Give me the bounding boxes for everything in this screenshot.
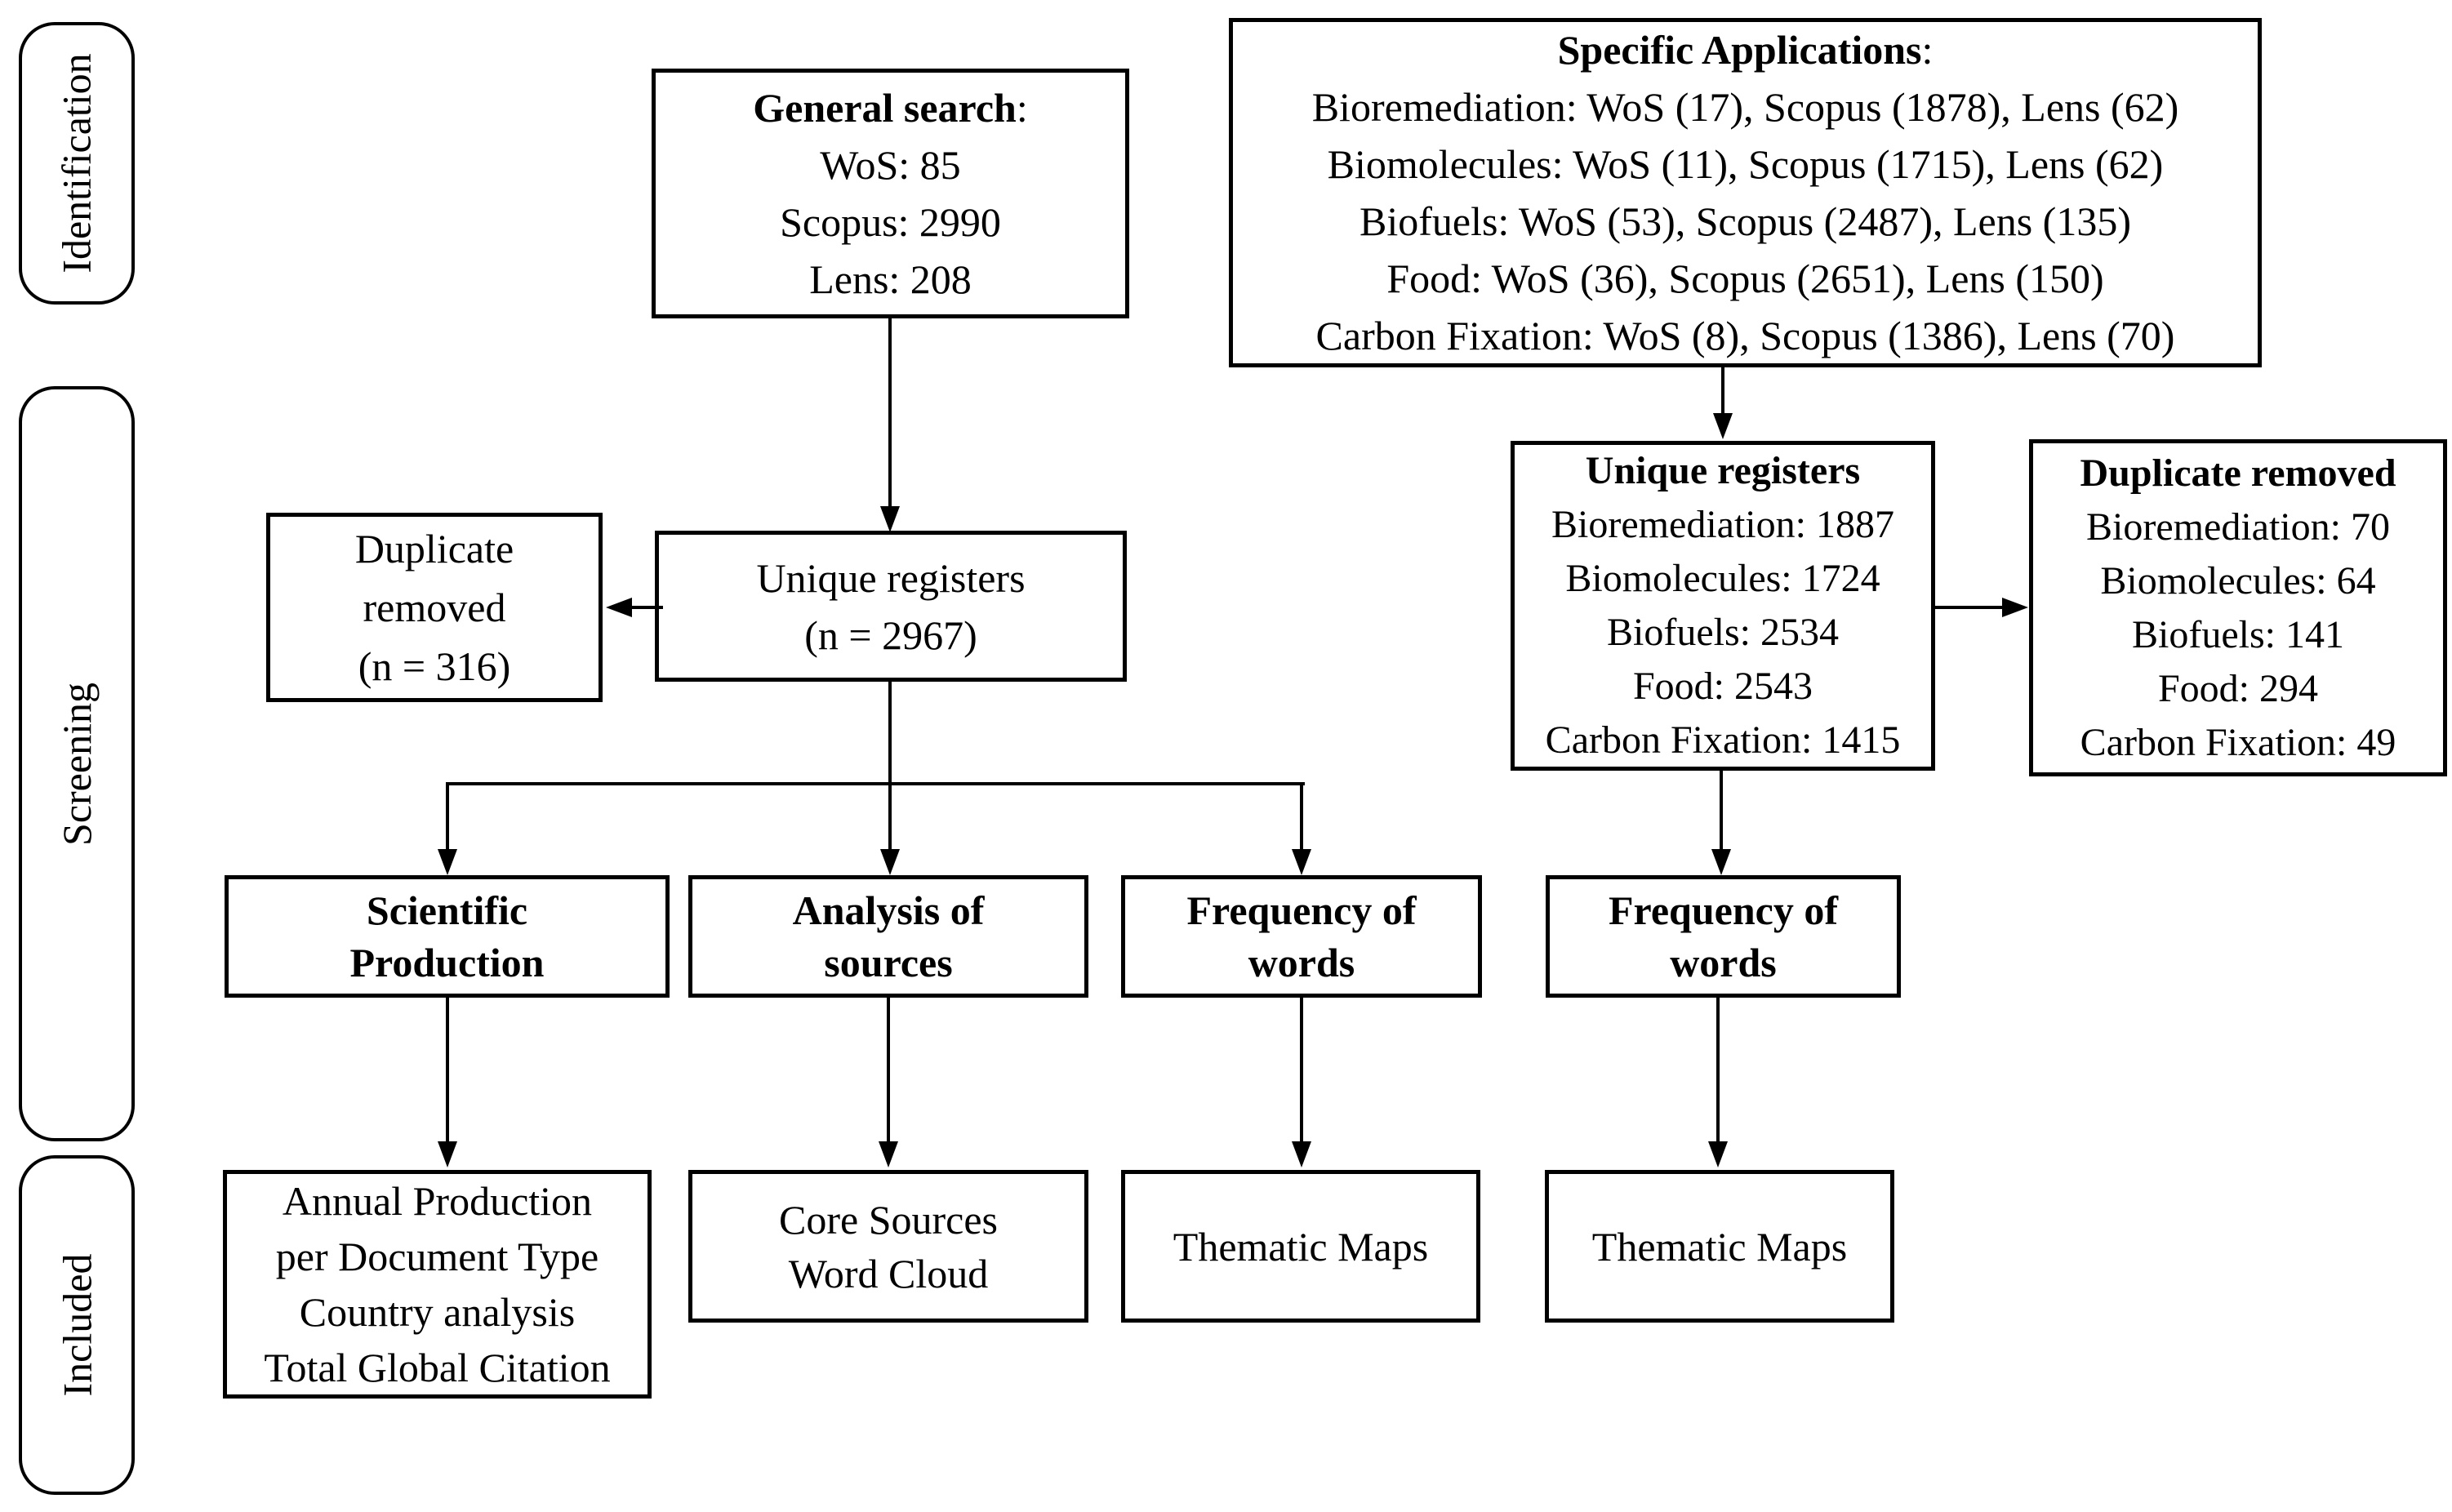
stage-label-included: Included	[19, 1155, 135, 1495]
duplicate-removed-specific-box: Duplicate removed Bioremediation: 70 Bio…	[2029, 439, 2447, 776]
specific-applications-line-biofuels: Biofuels: WoS (53), Scopus (2487), Lens …	[1360, 198, 2131, 244]
annual-production-line-2: per Document Type	[275, 1234, 599, 1279]
analysis-of-sources-line-1: Analysis of	[792, 887, 985, 933]
arrow-down-icon	[438, 849, 457, 875]
scientific-production-line-1: Scientific	[366, 887, 528, 933]
specific-applications-line-bioremediation: Bioremediation: WoS (17), Scopus (1878),…	[1311, 84, 2179, 130]
analysis-of-sources-box: Analysis of sources	[688, 875, 1088, 998]
thematic-maps-left-line: Thematic Maps	[1173, 1223, 1429, 1270]
unique-registers-specific-line-biofuels: Biofuels: 2534	[1607, 611, 1839, 654]
core-sources-box: Core Sources Word Cloud	[688, 1170, 1088, 1323]
stage-label-screening-text: Screening	[54, 682, 100, 846]
duplicate-removed-general-line-1: Duplicate	[354, 526, 514, 571]
connector-unique-specific-to-frequency-line	[1720, 769, 1723, 851]
specific-applications-title-colon: :	[1921, 27, 1934, 73]
specific-applications-box: Specific Applications: Bioremediation: W…	[1229, 18, 2262, 367]
frequency-of-words-left-line-2: words	[1248, 940, 1355, 985]
duplicate-removed-specific-line-biofuels: Biofuels: 141	[2132, 612, 2344, 656]
stage-label-screening: Screening	[19, 386, 135, 1141]
connector-unique-to-duplicate-specific-line	[1935, 606, 2005, 609]
general-search-line-lens: Lens: 208	[809, 256, 972, 302]
unique-registers-general-box: Unique registers (n = 2967)	[655, 531, 1127, 682]
stage-label-identification-text: Identification	[54, 53, 100, 273]
thematic-maps-right-box: Thematic Maps	[1545, 1170, 1894, 1323]
unique-registers-specific-line-biomolecules: Biomolecules: 1724	[1565, 557, 1880, 600]
duplicate-removed-general-box: Duplicate removed (n = 316)	[266, 513, 603, 702]
annual-production-line-4: Total Global Citation	[264, 1345, 611, 1390]
unique-registers-specific-line-carbon-fixation: Carbon Fixation: 1415	[1545, 718, 1901, 762]
arrow-down-icon	[879, 1141, 898, 1167]
connector-analysis-to-core-line	[887, 996, 890, 1145]
connector-drop-frequency-left-line	[1300, 782, 1303, 851]
specific-applications-title-text: Specific Applications	[1557, 27, 1922, 73]
specific-applications-line-biomolecules: Biomolecules: WoS (11), Scopus (1715), L…	[1327, 141, 2164, 187]
thematic-maps-left-box: Thematic Maps	[1121, 1170, 1480, 1323]
connector-frequency-left-to-thematic-line	[1300, 996, 1303, 1145]
frequency-of-words-right-line-2: words	[1670, 940, 1777, 985]
specific-applications-line-carbon-fixation: Carbon Fixation: WoS (8), Scopus (1386),…	[1315, 313, 2175, 358]
connector-scientific-to-annual-line	[446, 996, 449, 1145]
thematic-maps-right-line: Thematic Maps	[1591, 1223, 1848, 1270]
connector-splitter-line	[446, 782, 1305, 785]
duplicate-removed-specific-line-biomolecules: Biomolecules: 64	[2100, 558, 2376, 603]
unique-registers-specific-title: Unique registers	[1585, 449, 1861, 492]
arrow-down-icon	[438, 1141, 457, 1167]
duplicate-removed-specific-line-bioremediation: Bioremediation: 70	[2086, 505, 2390, 549]
arrow-right-icon	[2002, 598, 2028, 617]
arrow-left-icon	[606, 598, 632, 617]
duplicate-removed-specific-title: Duplicate removed	[2080, 451, 2396, 495]
general-search-line-scopus: Scopus: 2990	[780, 199, 1001, 245]
connector-specific-applications-to-unique-line	[1721, 367, 1724, 415]
connector-drop-scientific-line	[446, 782, 449, 851]
arrow-down-icon	[1711, 849, 1731, 875]
stage-label-included-text: Included	[54, 1253, 100, 1397]
annual-production-line-1: Annual Production	[282, 1178, 593, 1224]
frequency-of-words-left-line-1: Frequency of	[1186, 887, 1417, 933]
unique-registers-general-line-1: Unique registers	[756, 554, 1026, 601]
general-search-title-colon: :	[1016, 85, 1028, 131]
unique-registers-specific-box: Unique registers Bioremediation: 1887 Bi…	[1511, 441, 1935, 771]
duplicate-removed-general-line-2: removed	[363, 585, 506, 630]
frequency-of-words-left-box: Frequency of words	[1121, 875, 1482, 998]
unique-registers-specific-line-food: Food: 2543	[1632, 665, 1813, 708]
core-sources-line-1: Core Sources	[779, 1196, 998, 1243]
specific-applications-line-food: Food: WoS (36), Scopus (2651), Lens (150…	[1386, 256, 2104, 301]
duplicate-removed-specific-line-food: Food: 294	[2157, 666, 2319, 710]
connector-general-search-to-unique-line	[888, 318, 892, 508]
connector-drop-analysis-line	[888, 782, 892, 851]
unique-registers-specific-line-bioremediation: Bioremediation: 1887	[1551, 503, 1894, 546]
core-sources-line-2: Word Cloud	[788, 1250, 989, 1296]
duplicate-removed-specific-line-carbon-fixation: Carbon Fixation: 49	[2080, 720, 2396, 764]
arrow-down-icon	[1708, 1141, 1728, 1167]
arrow-down-icon	[1713, 413, 1733, 439]
duplicate-removed-general-line-3: (n = 316)	[358, 643, 511, 689]
specific-applications-title: Specific Applications:	[1558, 21, 1934, 78]
analysis-of-sources-line-2: sources	[824, 940, 953, 985]
arrow-down-icon	[880, 849, 900, 875]
frequency-of-words-right-box: Frequency of words	[1546, 875, 1901, 998]
scientific-production-line-2: Production	[349, 940, 545, 985]
frequency-of-words-right-line-1: Frequency of	[1609, 887, 1838, 933]
general-search-line-wos: WoS: 85	[820, 142, 961, 188]
connector-unique-general-down-line	[888, 680, 892, 785]
general-search-title: General search:	[753, 79, 1028, 136]
annual-production-line-3: Country analysis	[299, 1289, 576, 1335]
arrow-down-icon	[880, 506, 900, 532]
arrow-down-icon	[1292, 849, 1311, 875]
scientific-production-box: Scientific Production	[225, 875, 670, 998]
general-search-box: General search: WoS: 85 Scopus: 2990 Len…	[652, 69, 1129, 318]
annual-production-box: Annual Production per Document Type Coun…	[223, 1170, 652, 1399]
connector-frequency-right-to-thematic-line	[1716, 996, 1720, 1145]
general-search-title-text: General search	[753, 85, 1017, 131]
stage-label-identification: Identification	[19, 22, 135, 305]
connector-unique-to-duplicate-general-line	[629, 606, 663, 609]
unique-registers-general-line-2: (n = 2967)	[804, 611, 977, 658]
arrow-down-icon	[1292, 1141, 1311, 1167]
